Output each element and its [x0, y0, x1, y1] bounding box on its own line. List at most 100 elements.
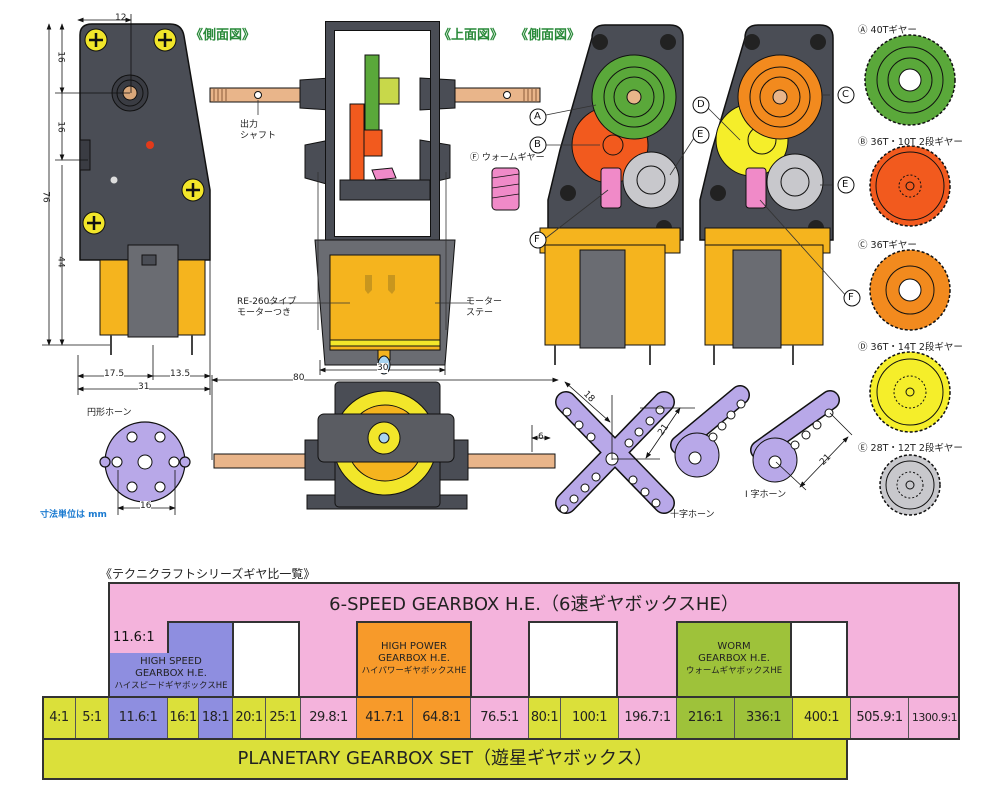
motor-label: RE-260タイプ モーターつき	[237, 297, 296, 319]
dim-80: 80	[293, 373, 305, 383]
dim-30: 30	[377, 363, 389, 373]
dim-17-5: 17.5	[104, 369, 125, 379]
dim-44: 44	[55, 256, 66, 268]
ratio-cell: 5:1	[75, 698, 108, 738]
callout-b: B	[534, 139, 541, 150]
side-view-left	[42, 14, 211, 395]
units-note: 寸法単位は mm	[40, 510, 107, 520]
ratio-cell: 100:1	[560, 698, 618, 738]
motor-stay-label-line1: モーター	[466, 297, 503, 307]
gear-legend-drawings	[864, 34, 956, 516]
ratio-cell: 29.8:1	[300, 698, 356, 738]
dim-13-5: 13.5	[170, 369, 191, 379]
worm-line3: ウォームギヤボックスHE	[685, 666, 783, 676]
six-speed-title: 6-SPEED GEARBOX H.E.（6速ギヤボックスHE）	[329, 594, 739, 615]
gear-legend-a: Ⓐ 40Tギヤー	[858, 25, 917, 36]
high-power-line3: ハイパワーギヤボックスHE	[361, 666, 467, 676]
dim-12: 12	[115, 13, 127, 23]
worm-line2: GEARBOX H.E.	[698, 653, 770, 664]
dim-16a: 16	[55, 51, 66, 63]
ratio-cell: 64.8:1	[412, 698, 470, 738]
high-power-line2: GEARBOX H.E.	[378, 653, 450, 664]
gearbox-diagram	[42, 14, 956, 516]
side-view-gears-2	[699, 24, 834, 365]
ratio-cell: 505.9:1	[850, 698, 908, 738]
dim-16-horn: 16	[140, 501, 152, 511]
ratio-cell: 41.7:1	[356, 698, 412, 738]
bottom-view	[213, 381, 556, 510]
ratio-cell: 18:1	[198, 698, 232, 738]
motor-stay-label: モーター ステー	[466, 297, 502, 319]
callout-e1: E	[697, 129, 704, 140]
gap-box	[528, 621, 618, 700]
high-power-line1: HIGH POWER	[381, 641, 447, 652]
ratio-cell: 20:1	[232, 698, 265, 738]
high-power-gearbox-box: HIGH POWER GEARBOX H.E. ハイパワーギヤボックスHE	[356, 621, 472, 700]
ratio-cell: 400:1	[792, 698, 850, 738]
gear-e-icon	[879, 454, 941, 516]
motor-stay-label-line2: ステー	[466, 308, 494, 318]
output-shaft-label-line1: 出力	[240, 120, 259, 130]
gap-box	[232, 621, 300, 700]
gearbox-housing	[79, 23, 211, 261]
screw-icon	[82, 28, 205, 235]
gear-legend-e: Ⓔ 28T・12T 2段ギヤー	[858, 443, 963, 454]
gap-box	[790, 621, 848, 700]
callout-c: C	[842, 89, 849, 100]
gear-a-edge	[364, 54, 380, 131]
ratio-cell: 16:1	[167, 698, 198, 738]
ratio-cell: 196.7:1	[618, 698, 676, 738]
cross-horn-label: 十字ホーン	[670, 510, 715, 520]
i-horn-1	[670, 385, 750, 478]
ratio-cell: 4:1	[42, 698, 75, 738]
worm-gear-label: Ⓕ ウォームギヤー	[470, 153, 545, 163]
worm-gearbox-box: WORM GEARBOX H.E. ウォームギヤボックスHE	[676, 621, 792, 700]
worm-line1: WORM	[717, 641, 751, 652]
callout-f2: F	[848, 292, 854, 303]
motor-top	[329, 254, 441, 351]
high-speed-line2: GEARBOX H.E.	[135, 668, 207, 679]
gear-d-icon	[869, 351, 951, 433]
motor-label-line2: モーターつき	[237, 308, 292, 318]
gear-legend-b: Ⓑ 36T・10T 2段ギヤー	[858, 137, 963, 148]
side-view-gears-1	[539, 24, 684, 365]
output-shaft-label-line2: シャフト	[240, 131, 277, 141]
callout-d: D	[697, 99, 705, 110]
ratio-cell: 11.6:1	[108, 698, 167, 738]
top-view	[209, 21, 559, 460]
motor-label-line1: RE-260タイプ	[237, 297, 297, 307]
dim-6: 6	[538, 432, 544, 442]
dim-76: 76	[40, 191, 51, 203]
high-speed-gearbox-box: HIGH SPEED GEARBOX H.E. ハイスピードギヤボックスHE	[108, 653, 234, 700]
worm-gear-icon	[491, 167, 520, 211]
view-title-top: 《上面図》	[438, 28, 504, 43]
six-speed-top-ratio: 11.6:1	[113, 630, 155, 645]
round-horn-label: 円形ホーン	[87, 408, 132, 418]
i-horn-2	[750, 390, 840, 483]
ratio-cell: 76.5:1	[470, 698, 528, 738]
ratio-cell: 25:1	[265, 698, 300, 738]
ratio-cell: 80:1	[528, 698, 560, 738]
callout-e2: E	[842, 179, 849, 190]
dim-16b: 16	[55, 121, 66, 133]
planetary-gearbox-band: PLANETARY GEARBOX SET（遊星ギヤボックス）	[42, 738, 848, 780]
ratio-cell: 216:1	[676, 698, 734, 738]
view-title-side-right: 《側面図》	[515, 28, 581, 43]
view-title-side-left: 《側面図》	[190, 28, 256, 43]
ratio-cell: 1300.9:1	[908, 698, 960, 738]
ratio-table-title: 《テクニクラフトシリーズギヤ比一覧》	[100, 567, 316, 581]
dim-31: 31	[138, 382, 150, 392]
high-speed-line1: HIGH SPEED	[140, 656, 202, 667]
gear-b-icon	[869, 145, 951, 227]
worm-gear	[600, 167, 622, 209]
gear-legend-c: Ⓒ 36Tギヤー	[858, 240, 917, 251]
gear-legend-d: Ⓓ 36T・14T 2段ギヤー	[858, 342, 963, 353]
i-horn-label: I 字ホーン	[745, 490, 787, 500]
gear-b-edge	[349, 103, 365, 181]
ratio-cell: 336:1	[734, 698, 792, 738]
output-shaft-label: 出力 シャフト	[240, 120, 276, 142]
callout-f1: F	[534, 234, 540, 245]
high-speed-line3: ハイスピードギヤボックスHE	[114, 681, 228, 691]
callout-circles	[529, 86, 861, 307]
callout-a: A	[534, 111, 541, 122]
